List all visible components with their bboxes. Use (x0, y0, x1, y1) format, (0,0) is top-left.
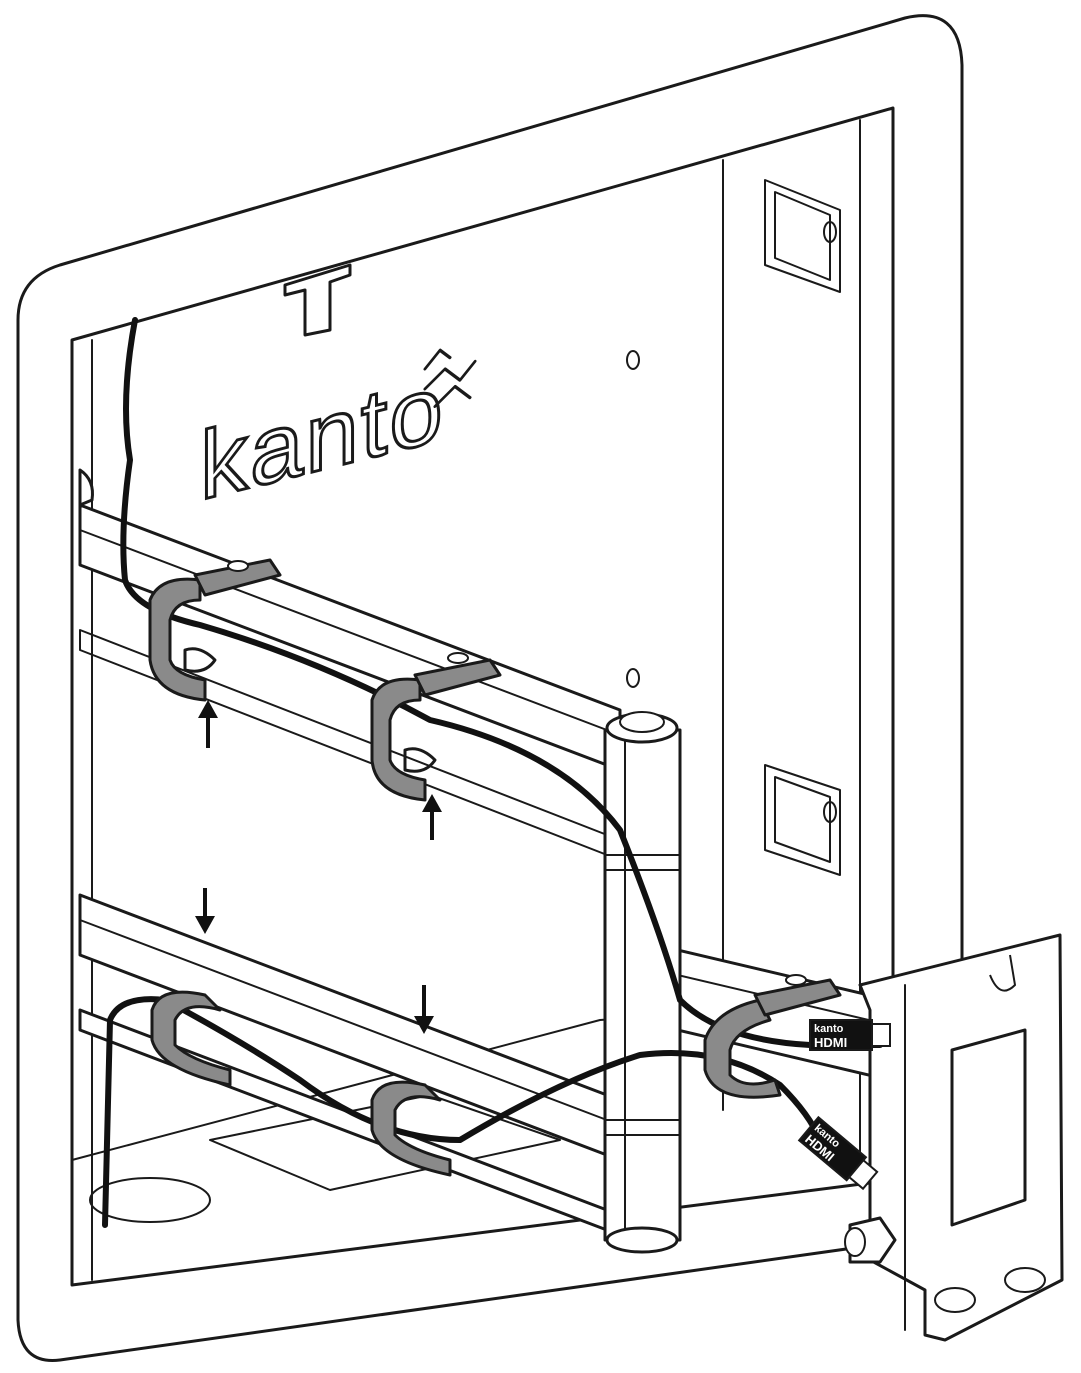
arrow-up-icon (198, 700, 218, 748)
wall-bracket (844, 933, 1064, 1342)
plug-brand-text: kanto (814, 1023, 844, 1035)
mounting-tab (283, 263, 352, 337)
cable-clip (370, 652, 502, 802)
bracket-hole (1004, 1267, 1046, 1293)
cable-pass-through-hole (89, 1177, 211, 1223)
cable-clip (703, 974, 842, 1099)
arrow-down-icon (414, 985, 434, 1034)
knockout-bottom (764, 764, 841, 876)
bracket-hole (934, 1287, 976, 1313)
bracket-bolt (844, 1216, 897, 1264)
hdmi-plug-lower: kanto HDMI (797, 1115, 879, 1191)
plug-label-text: HDMI (814, 1035, 847, 1050)
arrow-down-icon (195, 888, 215, 934)
pivot-hinge (603, 711, 682, 1254)
arrow-up-icon (422, 794, 442, 840)
cable-clip (148, 558, 282, 702)
screw-hole (626, 668, 640, 688)
hdmi-plug-upper: kanto HDMI (809, 1019, 891, 1051)
cable-clip (370, 1080, 452, 1177)
knockout-top (764, 179, 841, 293)
cable-clip (150, 990, 232, 1087)
screw-hole (626, 350, 640, 370)
bracket-slot (950, 1028, 1027, 1227)
kanto-mark-icon (423, 348, 477, 408)
